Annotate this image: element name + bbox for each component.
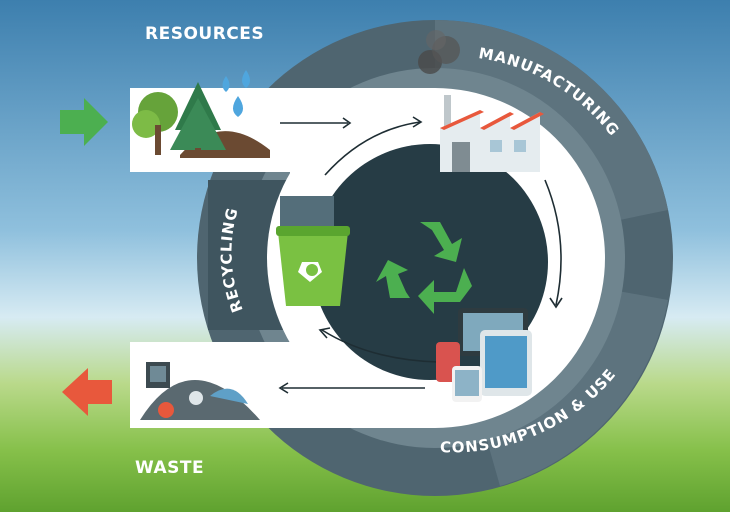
flow-arrowhead: [342, 117, 352, 129]
recycling-band: [208, 180, 290, 330]
factory-icon: [418, 30, 544, 172]
trees-water-drops-icon: [132, 70, 270, 158]
electronics-devices-icon: [436, 308, 532, 402]
recycle-bin-icon: [276, 196, 350, 306]
waste-pile-icon: [140, 362, 260, 420]
waste-label: WASTE: [135, 458, 205, 478]
flow-arrow-recycle-to-manufacturing: [324, 121, 421, 176]
recycle-symbol-icon: [376, 222, 472, 314]
red-arrow-left-icon: [62, 368, 112, 416]
resources-label: RESOURCES: [145, 24, 265, 44]
flow-arrows: [278, 116, 563, 394]
flow-arrow-use-to-recycling: [321, 329, 439, 363]
green-arrow-right-icon: [60, 98, 108, 146]
flow-arrow-manufacturing-to-use: [544, 179, 562, 306]
